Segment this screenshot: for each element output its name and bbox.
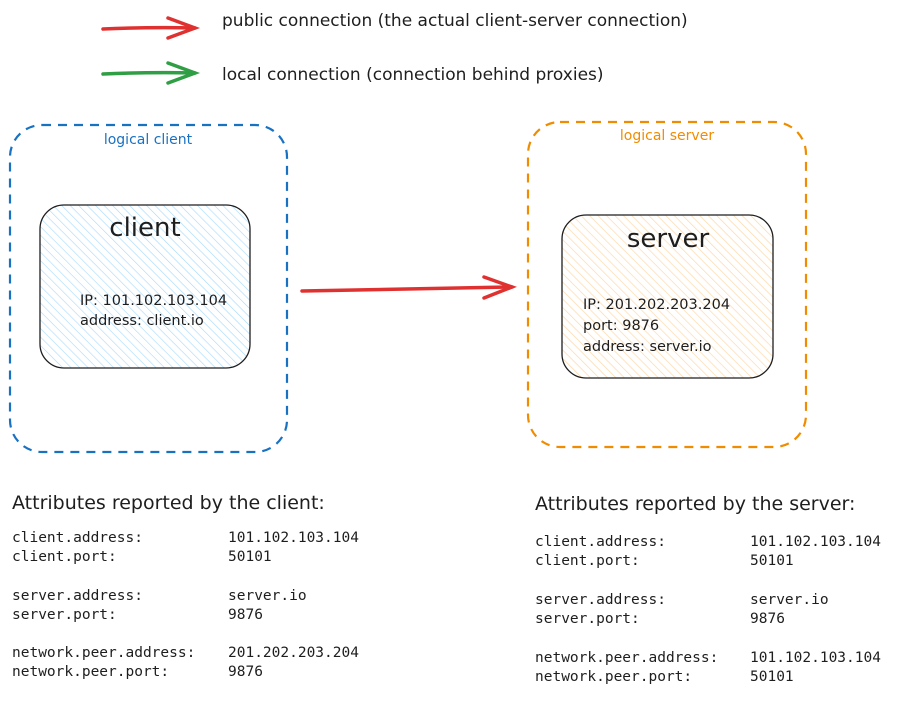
attribute-row: network.peer.port: 50101 bbox=[535, 669, 794, 685]
server-box-title: server bbox=[627, 224, 710, 254]
attribute-value: 101.102.103.104 bbox=[750, 650, 881, 666]
attribute-row: network.peer.address: 101.102.103.104 bbox=[535, 650, 881, 666]
attribute-value: 9876 bbox=[750, 611, 785, 627]
attribute-row: server.port: 9876 bbox=[12, 607, 263, 623]
client-attributes-heading: Attributes reported by the client: bbox=[12, 492, 325, 514]
attribute-key: server.address: bbox=[12, 588, 143, 604]
server-attributes: Attributes reported by the server: clien… bbox=[535, 493, 881, 685]
attribute-row: client.port: 50101 bbox=[535, 553, 794, 569]
attribute-row: client.address: 101.102.103.104 bbox=[12, 530, 359, 546]
attribute-value: 50101 bbox=[750, 553, 794, 569]
attribute-key: server.address: bbox=[535, 592, 666, 608]
attribute-value: server.io bbox=[228, 588, 307, 604]
attribute-key: network.peer.address: bbox=[12, 645, 195, 661]
server-attributes-heading: Attributes reported by the server: bbox=[535, 493, 855, 515]
client-box-title: client bbox=[109, 213, 180, 243]
client-attributes: Attributes reported by the client: clien… bbox=[12, 492, 359, 680]
attribute-key: client.address: bbox=[535, 534, 666, 550]
client-ip: IP: 101.102.103.104 bbox=[80, 293, 227, 309]
attribute-key: network.peer.address: bbox=[535, 650, 718, 666]
red-arrow-icon bbox=[101, 16, 201, 40]
attribute-key: network.peer.port: bbox=[535, 669, 692, 685]
attribute-key: server.port: bbox=[535, 611, 640, 627]
attribute-value: server.io bbox=[750, 592, 829, 608]
server-address: address: server.io bbox=[583, 339, 712, 355]
legend-local-connection: local connection (connection behind prox… bbox=[101, 61, 604, 85]
attribute-key: client.port: bbox=[535, 553, 640, 569]
attribute-value: 9876 bbox=[228, 664, 263, 680]
client-box[interactable]: client IP: 101.102.103.104 address: clie… bbox=[39, 204, 251, 369]
attribute-key: client.address: bbox=[12, 530, 143, 546]
attribute-row: network.peer.port: 9876 bbox=[12, 664, 263, 680]
public-connection-arrow bbox=[300, 275, 517, 300]
attribute-row: client.port: 50101 bbox=[12, 549, 272, 565]
attribute-key: server.port: bbox=[12, 607, 117, 623]
attribute-key: network.peer.port: bbox=[12, 664, 169, 680]
logical-server-group: logical server server IP: 201.202.203.20… bbox=[526, 120, 808, 449]
attribute-row: network.peer.address: 201.202.203.204 bbox=[12, 645, 359, 661]
attribute-value: 101.102.103.104 bbox=[228, 530, 359, 546]
attribute-value: 50101 bbox=[750, 669, 794, 685]
legend-public-label: public connection (the actual client-ser… bbox=[222, 11, 688, 31]
legend-public-connection: public connection (the actual client-ser… bbox=[101, 11, 688, 40]
server-box[interactable]: server IP: 201.202.203.204 port: 9876 ad… bbox=[561, 214, 774, 379]
client-address: address: client.io bbox=[80, 313, 204, 329]
attribute-value: 201.202.203.204 bbox=[228, 645, 359, 661]
attribute-row: server.address: server.io bbox=[535, 592, 829, 608]
attribute-value: 50101 bbox=[228, 549, 272, 565]
attribute-value: 9876 bbox=[228, 607, 263, 623]
server-port: port: 9876 bbox=[583, 318, 659, 334]
attribute-row: client.address: 101.102.103.104 bbox=[535, 534, 881, 550]
logical-client-group: logical client client IP: 101.102.103.10… bbox=[8, 123, 289, 454]
logical-client-label: logical client bbox=[104, 132, 193, 148]
attribute-value: 101.102.103.104 bbox=[750, 534, 881, 550]
green-arrow-icon bbox=[101, 61, 201, 85]
attribute-row: server.address: server.io bbox=[12, 588, 307, 604]
server-ip: IP: 201.202.203.204 bbox=[583, 297, 730, 313]
attribute-key: client.port: bbox=[12, 549, 117, 565]
logical-server-label: logical server bbox=[620, 128, 714, 144]
attribute-row: server.port: 9876 bbox=[535, 611, 785, 627]
legend-local-label: local connection (connection behind prox… bbox=[222, 65, 604, 85]
